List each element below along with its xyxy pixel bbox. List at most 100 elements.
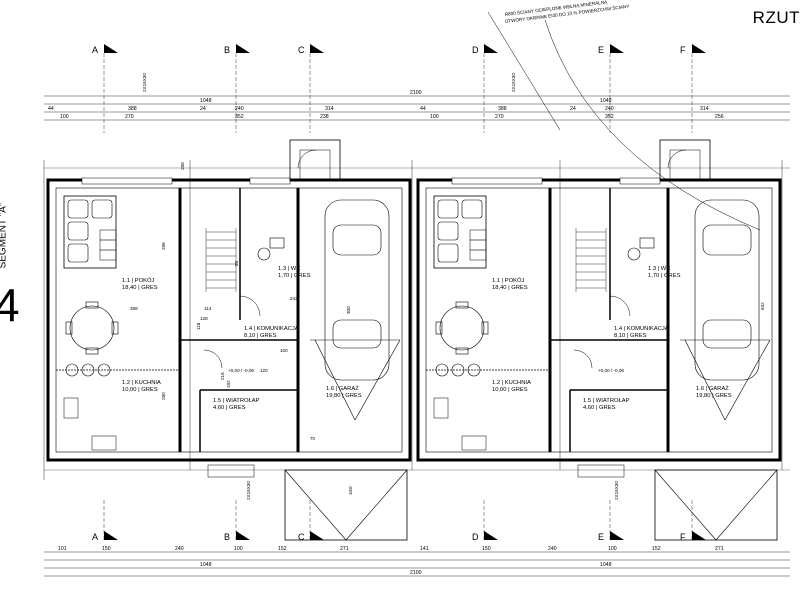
dim-inner: 298 xyxy=(161,242,166,250)
stair-label-bottom-left: 2X15X30 xyxy=(246,481,251,500)
dim-top-row2: 270 xyxy=(495,114,504,120)
axis-top-label: E xyxy=(598,45,604,55)
dim-overall-bottom: 2100 xyxy=(410,570,422,576)
room-name: 1.6 | GARAŻ xyxy=(696,385,729,392)
drawing-title: RZUT xyxy=(752,8,800,27)
room-name: 1.2 | KUCHNIA xyxy=(122,380,161,386)
axis-top-label: A xyxy=(92,45,98,55)
dim-bottom-row1: 100 xyxy=(234,546,243,552)
axis-bottom-label: C xyxy=(298,532,305,542)
axis-top-flag xyxy=(236,44,250,53)
room-name: 1.3 | WC xyxy=(648,266,670,272)
axis-top-label: F xyxy=(680,45,686,55)
dim-bottom-row1: 101 xyxy=(58,546,67,552)
room-area: 4,60 | GRES xyxy=(213,405,246,411)
dim-top-row2: 270 xyxy=(125,114,134,120)
axis-top-label: C xyxy=(298,45,305,55)
dim-half-bottom-left: 1048 xyxy=(200,562,212,568)
dim-inner: 216 xyxy=(220,372,225,380)
section-marker: 4 xyxy=(0,279,20,331)
dim-bottom-row1: 240 xyxy=(548,546,557,552)
dim-inner: 114 xyxy=(204,306,212,311)
dim-top-row2: 100 xyxy=(60,114,69,120)
room-area: 18,40 | GRES xyxy=(492,285,528,291)
dim-top-row1: 240 xyxy=(605,106,614,112)
dim-bottom-row1: 152 xyxy=(652,546,661,552)
room-name: 1.3 | WC xyxy=(278,266,300,272)
axis-top-flag xyxy=(484,44,498,53)
dim-inner: 242 xyxy=(290,296,298,301)
dim-bottom-row1: 100 xyxy=(608,546,617,552)
door-label-left: 10st xyxy=(348,486,353,495)
room-label-right: 1.3 | WC1,70 | GRES xyxy=(648,266,681,279)
dim-inner: 128 xyxy=(200,316,208,321)
axis-top-label: B xyxy=(224,45,230,55)
level-label-left: +0,00 / -0,06 xyxy=(228,368,254,373)
dim-inner: 120 xyxy=(260,368,268,373)
dim-inner: 300 xyxy=(346,306,351,314)
dim-bottom-row1: 240 xyxy=(175,546,184,552)
axis-bottom-flag xyxy=(484,531,498,540)
axis-bottom-label: D xyxy=(472,532,479,542)
axis-bottom-label: B xyxy=(224,532,230,542)
room-name: 1.1 | POKÓJ xyxy=(492,277,525,284)
dim-inner: 70 xyxy=(310,436,316,441)
room-name: 1.4 | KOMUNIKACJA xyxy=(614,326,669,332)
room-label-left: 1.3 | WC1,70 | GRES xyxy=(278,266,311,279)
axis-top-flag xyxy=(610,44,624,53)
dim-top-row1: 24 xyxy=(200,106,206,112)
dim-top-row2: 100 xyxy=(430,114,439,120)
room-area: 10,00 | GRES xyxy=(122,387,158,393)
dim-top-row1: 44 xyxy=(48,106,54,112)
dim-half-top-left: 1048 xyxy=(200,98,212,104)
dim-inner: 192 xyxy=(226,380,231,388)
room-name: 1.5 | WIATROŁAP xyxy=(213,398,260,404)
stair-label-bottom-right: 2X15X30 xyxy=(614,481,619,500)
room-area: 19,80 | GRES xyxy=(696,393,732,399)
dim-top-row1: 240 xyxy=(235,106,244,112)
dim-inner: 288 xyxy=(180,162,185,170)
room-name: 1.2 | KUCHNIA xyxy=(492,380,531,386)
dim-inner: 88 xyxy=(234,260,239,266)
dim-inner: 388 xyxy=(130,306,138,311)
dim-top-row1: 388 xyxy=(128,106,137,112)
axis-bottom-label: A xyxy=(92,532,98,542)
dim-top-row1: 44 xyxy=(420,106,426,112)
room-name: 1.6 | GARAŻ xyxy=(326,385,359,392)
stair-label-top-left: 2X15X30 xyxy=(142,73,147,92)
room-name: 1.1 | POKÓJ xyxy=(122,277,155,284)
dim-half-bottom-right: 1048 xyxy=(600,562,612,568)
room-area: 10,00 | GRES xyxy=(492,387,528,393)
room-area: 18,40 | GRES xyxy=(122,285,158,291)
axis-bottom-flag xyxy=(104,531,118,540)
dim-bottom-row1: 150 xyxy=(102,546,111,552)
room-name: 1.5 | WIATROŁAP xyxy=(583,398,630,404)
axis-top-flag xyxy=(104,44,118,53)
dim-top-row1: 314 xyxy=(700,106,709,112)
room-area: 8,10 | GRES xyxy=(244,333,277,339)
room-area: 8,10 | GRES xyxy=(614,333,647,339)
dim-top-row2: 256 xyxy=(715,114,724,120)
dim-bottom-row1: 271 xyxy=(340,546,349,552)
level-label-right: +0,00 / -0,06 xyxy=(598,368,624,373)
axis-top-flag xyxy=(310,44,324,53)
axis-top-flag xyxy=(692,44,706,53)
dim-top-row1: 24 xyxy=(570,106,576,112)
dim-top-row2: 352 xyxy=(235,114,244,120)
dim-half-top-right: 1048 xyxy=(600,98,612,104)
dim-inner: 280 xyxy=(161,392,166,400)
axis-bottom-flag xyxy=(236,531,250,540)
dim-bottom-row1: 141 xyxy=(420,546,429,552)
room-area: 1,70 | GRES xyxy=(278,273,311,279)
room-area: 1,70 | GRES xyxy=(648,273,681,279)
dim-inner: 118 xyxy=(196,322,201,330)
